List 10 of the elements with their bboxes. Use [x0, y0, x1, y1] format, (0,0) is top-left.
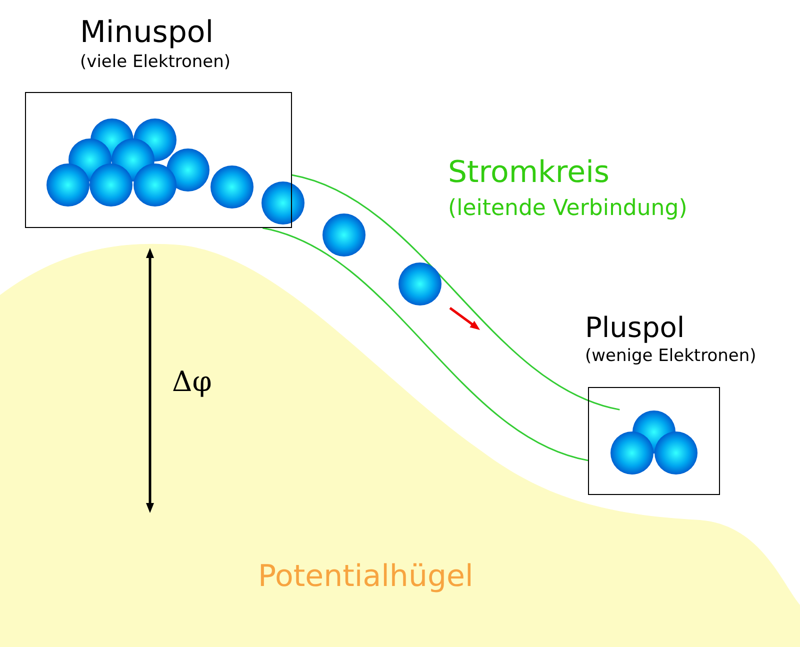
- circuit-line: [292, 174, 620, 410]
- circuit-sublabel: (leitende Verbindung): [448, 198, 688, 220]
- pole-subtitle: (viele Elektronen): [80, 54, 231, 71]
- hill-label: Potentialhügel: [258, 562, 474, 592]
- pole-subtitle: (wenige Elektronen): [585, 348, 756, 365]
- potential-difference-label: Δφ: [172, 368, 212, 396]
- circuit-line: [262, 227, 588, 462]
- pole-title: Pluspol: [585, 314, 685, 342]
- circuit-label: Stromkreis: [448, 158, 610, 188]
- pole-title: Minuspol: [80, 18, 214, 48]
